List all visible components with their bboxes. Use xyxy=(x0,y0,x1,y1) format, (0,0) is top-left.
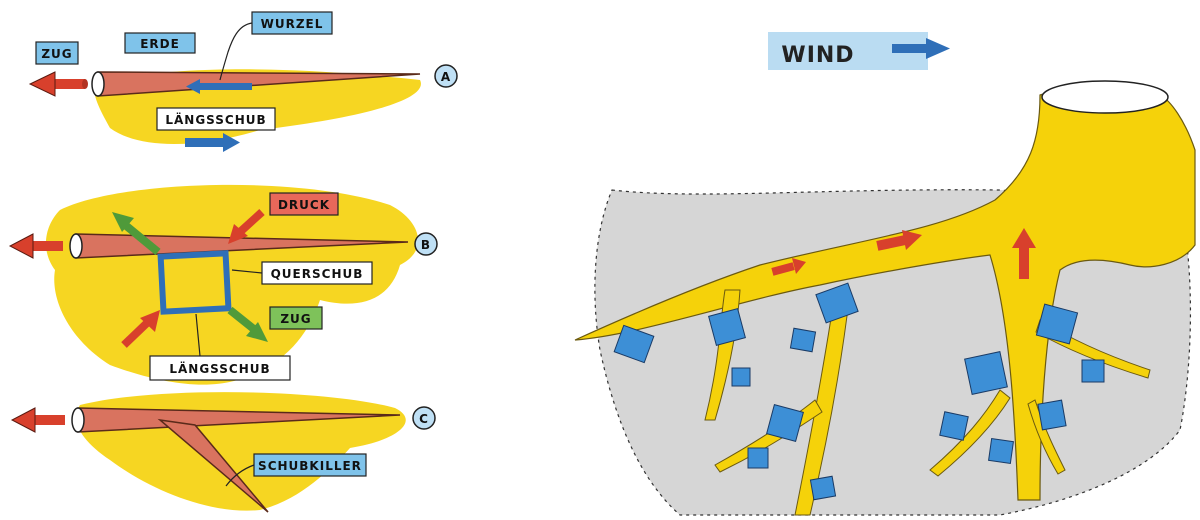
trunk-cut-top xyxy=(1042,81,1168,113)
label-zug-a-text: ZUG xyxy=(41,47,72,61)
label-zug-b-text: ZUG xyxy=(280,312,311,326)
pull-arrow-a xyxy=(30,72,88,96)
label-erde-text: ERDE xyxy=(140,37,180,51)
shear-square-4 xyxy=(790,328,815,352)
label-laengsschub-a: LÄNGSSCHUB xyxy=(157,108,275,130)
diagram-c: SCHUBKILLER C xyxy=(12,392,435,512)
marker-c: C xyxy=(413,407,435,429)
shear-square-12 xyxy=(940,412,968,440)
marker-a-text: A xyxy=(441,70,451,84)
marker-b: B xyxy=(415,233,437,255)
label-zug-a: ZUG xyxy=(36,42,78,64)
shear-square-11 xyxy=(1082,360,1104,382)
label-wurzel-text: WURZEL xyxy=(261,17,324,31)
shear-square-13 xyxy=(1038,400,1066,430)
diagram-b: DRUCK QUERSCHUB ZUG LÄNGSSCHUB B xyxy=(10,185,437,385)
root-end-c xyxy=(72,408,84,432)
earth-background-b xyxy=(46,185,418,385)
marker-b-text: B xyxy=(421,238,431,252)
root-end-b xyxy=(70,234,82,258)
marker-a: A xyxy=(435,65,457,87)
label-zug-b: ZUG xyxy=(270,307,322,329)
pull-arrow-c xyxy=(12,408,65,432)
shear-square-3 xyxy=(732,368,750,386)
label-erde: ERDE xyxy=(125,33,195,53)
shear-square-9 xyxy=(965,352,1008,395)
label-laengsschub-a-text: LÄNGSSCHUB xyxy=(165,112,266,127)
label-druck-text: DRUCK xyxy=(278,198,330,212)
shear-square-14 xyxy=(989,439,1014,464)
label-druck: DRUCK xyxy=(270,193,338,215)
label-schubkiller-text: SCHUBKILLER xyxy=(258,459,362,473)
shear-square-7 xyxy=(748,448,768,468)
label-laengsschub-b-text: LÄNGSSCHUB xyxy=(169,361,270,376)
diagram-a: ZUG ERDE WURZEL LÄNGSSCHUB A xyxy=(30,12,457,152)
root-end-a xyxy=(92,72,104,96)
tree-illustration: WIND xyxy=(575,32,1195,515)
wind-label: WIND xyxy=(768,32,950,70)
wind-label-text: WIND xyxy=(781,43,854,68)
label-querschub-text: QUERSCHUB xyxy=(271,267,364,281)
marker-c-text: C xyxy=(419,412,429,426)
shear-square-8 xyxy=(810,476,835,500)
